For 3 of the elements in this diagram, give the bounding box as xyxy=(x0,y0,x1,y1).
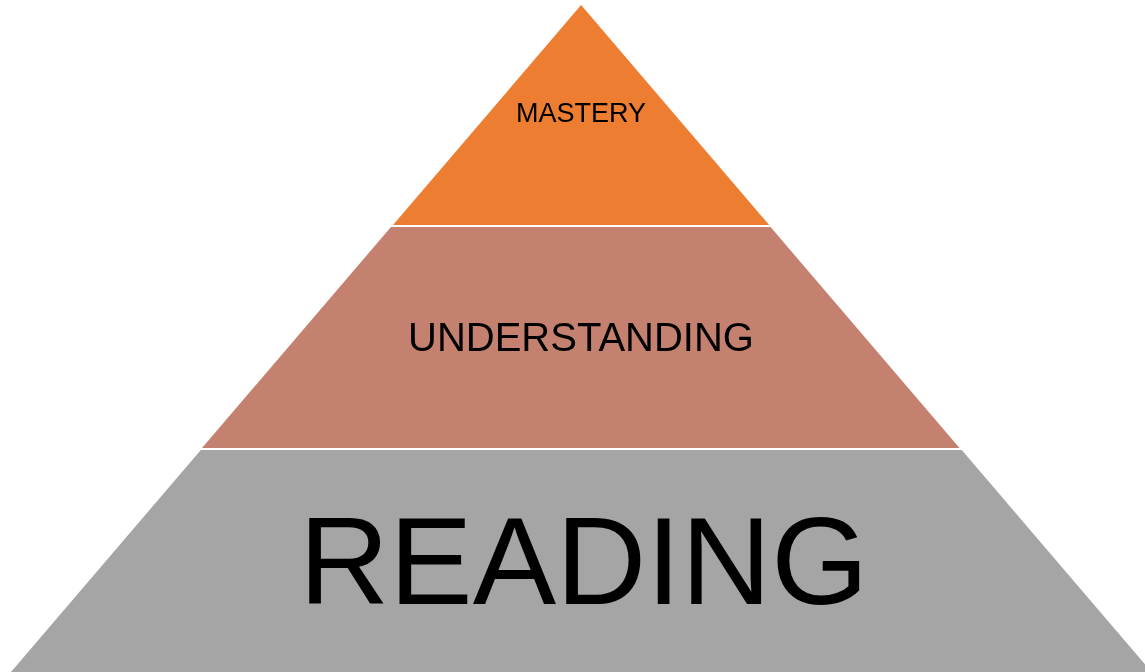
tier-label: READING xyxy=(299,497,863,623)
tier-label: MASTERY xyxy=(514,99,647,127)
tier-label: UNDERSTANDING xyxy=(407,317,755,357)
